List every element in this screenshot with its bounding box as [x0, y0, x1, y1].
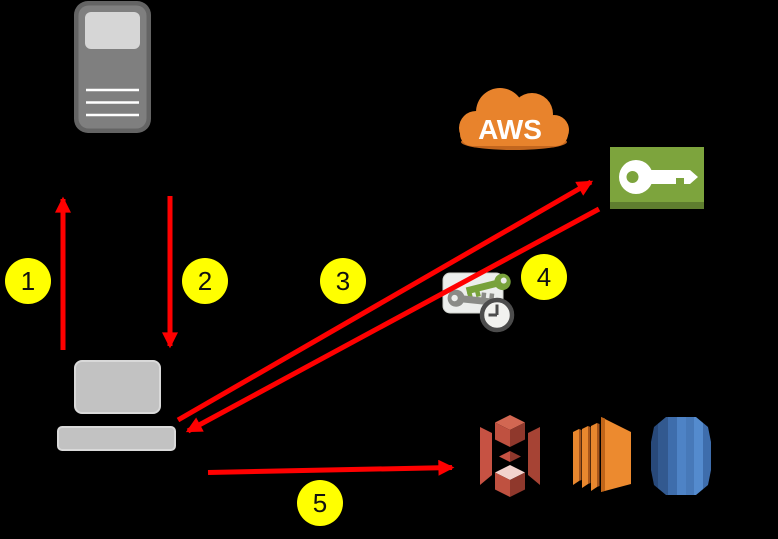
aws-cloud-graphic: AWS: [459, 88, 569, 150]
s3-bucket-graphic: [480, 415, 540, 497]
keys-with-clock-icon: [440, 267, 522, 337]
s3-bucket-icon: [477, 414, 543, 498]
key-icon: [610, 147, 704, 209]
database-icon: [650, 416, 712, 496]
arrow-step4-key-to-laptop: [185, 206, 601, 434]
key-icon-graphic: [610, 147, 704, 209]
laptop-icon-graphic: [57, 360, 176, 451]
clock-icon: [479, 297, 515, 333]
aws-cloud-icon: AWS: [450, 82, 578, 154]
step-badge-2: 2: [182, 258, 228, 304]
step-badge-3: 3: [320, 258, 366, 304]
aws-cloud-label: AWS: [478, 114, 542, 145]
ec2-icon: [565, 415, 633, 495]
keys-with-clock-graphic: [442, 272, 515, 333]
ec2-graphic: [573, 417, 631, 492]
step-badge-1: 1: [5, 258, 51, 304]
arrow-step3-laptop-to-key: [176, 179, 594, 423]
database-graphic: [651, 417, 711, 495]
step-badge-4: 4: [521, 254, 567, 300]
step-badge-5: 5: [297, 480, 343, 526]
server-icon: [74, 1, 151, 133]
arrow-step5-laptop-to-services: [207, 459, 455, 476]
laptop-icon: [55, 358, 180, 453]
server-icon-graphic: [74, 1, 151, 133]
